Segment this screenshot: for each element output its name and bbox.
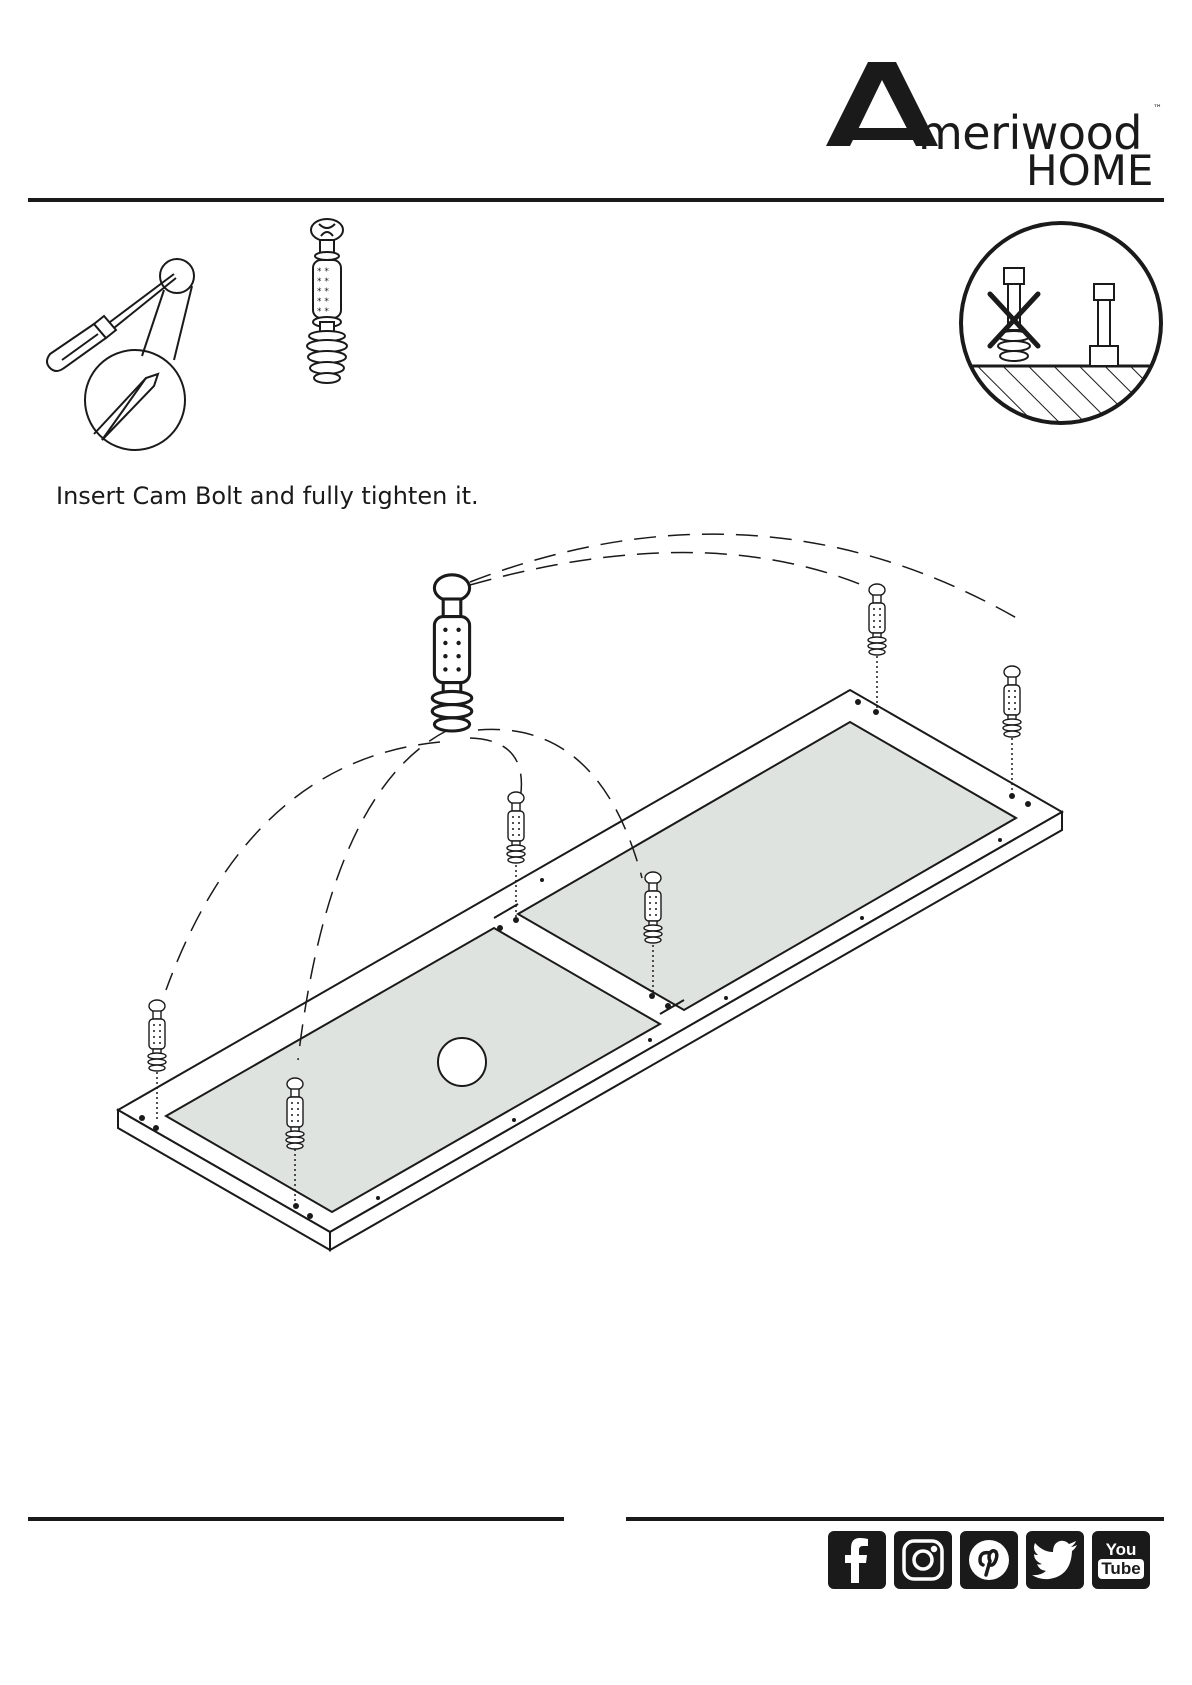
instagram-icon[interactable] [894,1531,952,1589]
cam-bolt-icon: * ** * * ** ** * [297,218,357,388]
shelf-panel [118,690,1062,1250]
brand-logo: meriwood ™ HOME [826,58,1166,188]
social-links: You Tube [828,1531,1150,1589]
footer-rule-left [28,1517,564,1521]
svg-text:* *: * * [317,287,329,297]
svg-text:* *: * * [317,307,329,317]
svg-text:* *: * * [317,277,329,287]
header-rule [28,198,1164,202]
svg-text:* *: * * [317,297,329,307]
svg-text:* *: * * [317,267,329,277]
assembly-illustration [0,520,1192,1280]
footer-rule-right [626,1517,1164,1521]
twitter-icon[interactable] [1026,1531,1084,1589]
pinterest-icon[interactable] [960,1531,1018,1589]
youtube-label-top: You [1106,1541,1137,1559]
brand-sub: HOME [1026,150,1153,192]
youtube-icon[interactable]: You Tube [1092,1531,1150,1589]
instruction-text: Insert Cam Bolt and fully tighten it. [56,482,479,510]
tighten-warning-icon [956,218,1166,428]
screwdriver-icon [42,228,222,458]
youtube-label-bottom: Tube [1098,1559,1143,1579]
brand-trademark: ™ [1153,104,1162,114]
facebook-icon[interactable] [828,1531,886,1589]
